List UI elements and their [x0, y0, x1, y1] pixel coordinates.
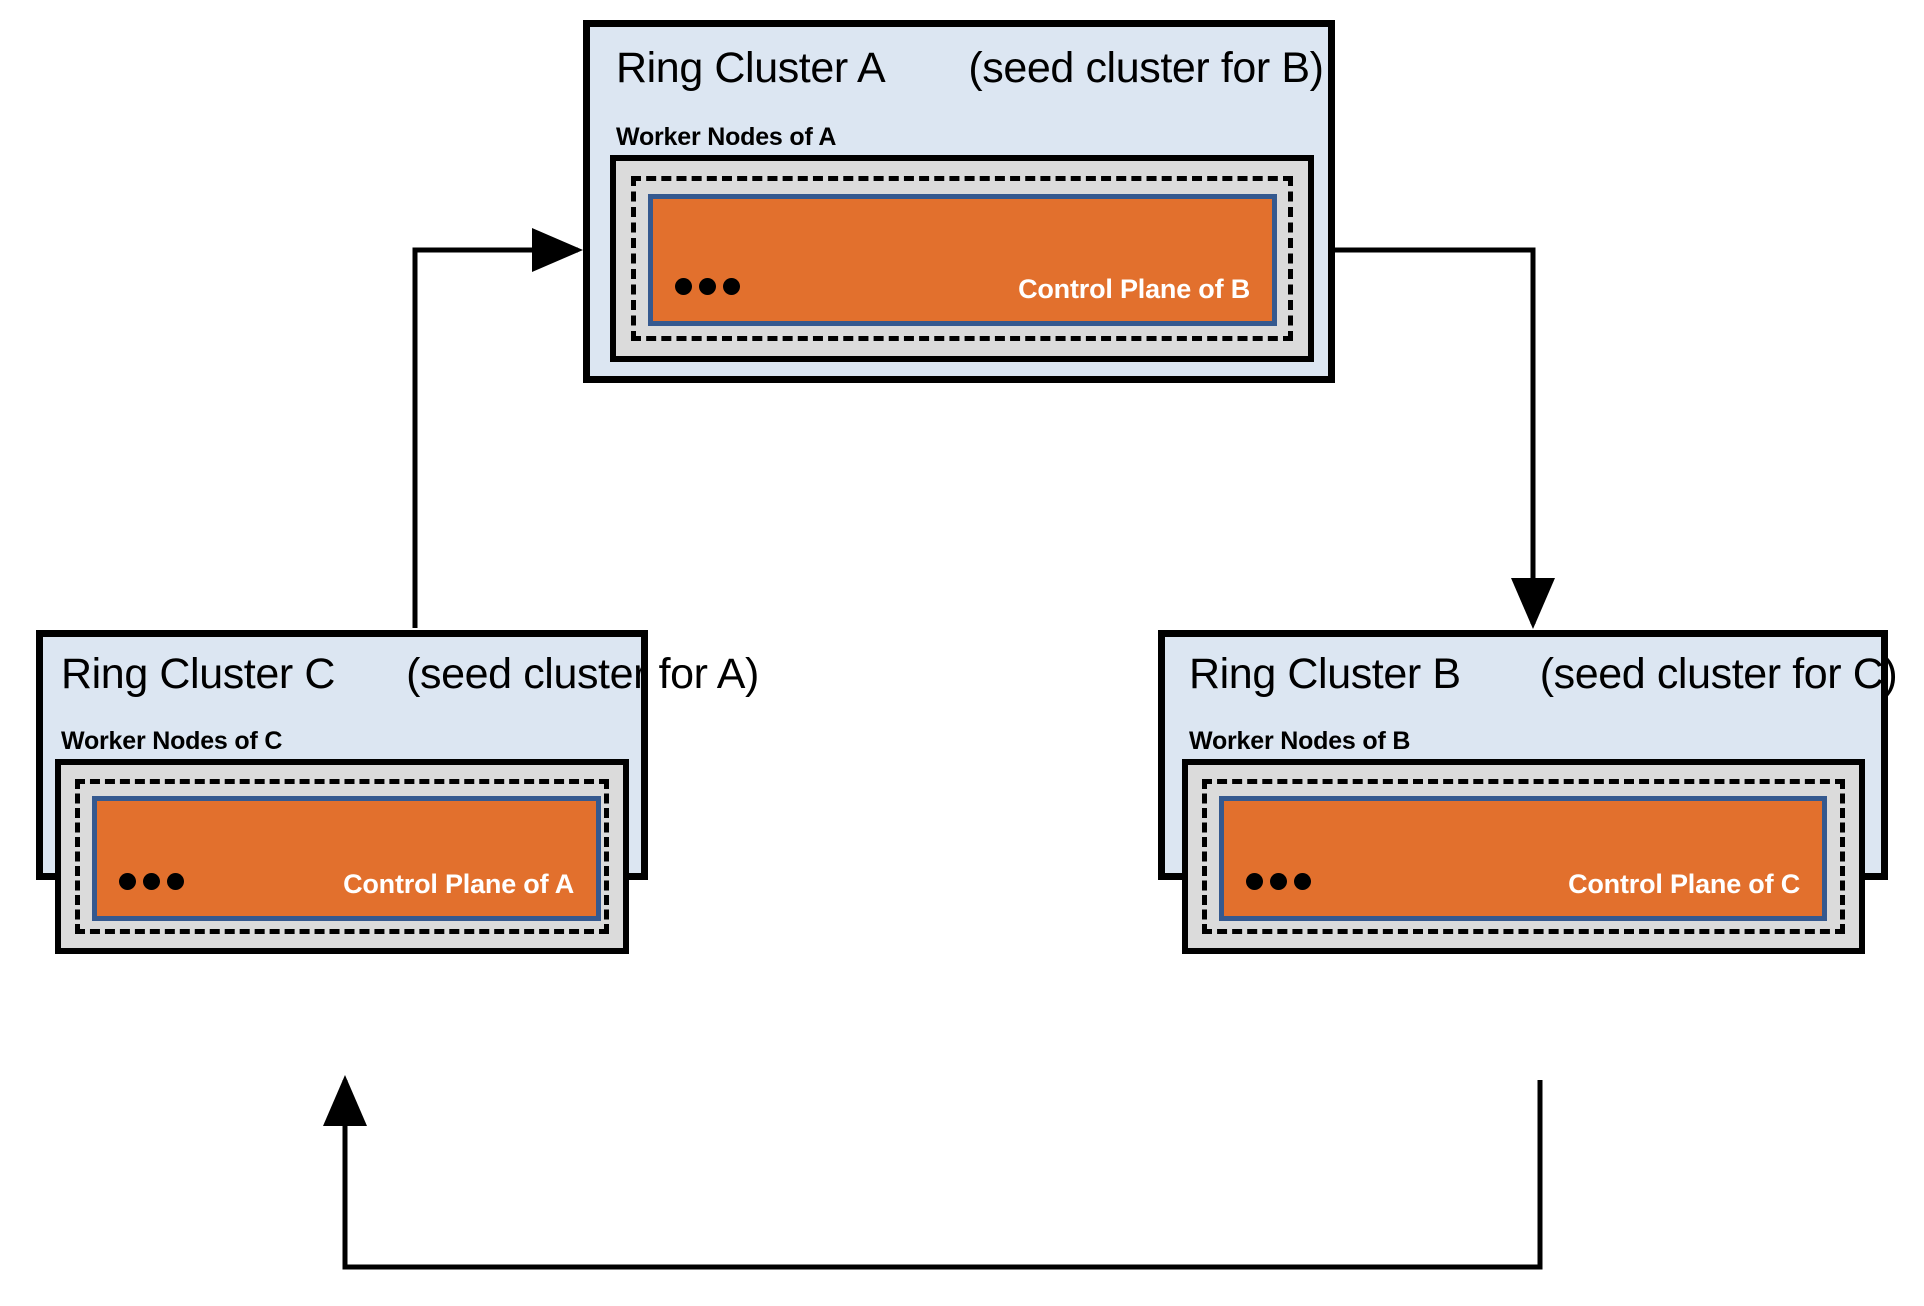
cluster-a-control-plane[interactable]: Control Plane of B — [648, 194, 1277, 326]
cluster-b-worker-dashed-boundary — [1202, 779, 1845, 934]
dot-2 — [1270, 873, 1287, 890]
cluster-c-title: Ring Cluster C (seed cluster for A) — [61, 653, 759, 696]
arrow-a-to-b — [1335, 247, 1555, 630]
dot-2 — [699, 278, 716, 295]
dot-2 — [143, 873, 160, 890]
cluster-a-title-main: Ring Cluster A — [616, 44, 886, 92]
cluster-b-title-main: Ring Cluster B — [1189, 650, 1461, 698]
cluster-b-control-plane-ellipsis-icon — [1246, 873, 1311, 890]
dot-1 — [1246, 873, 1263, 890]
dot-3 — [1294, 873, 1311, 890]
cluster-a[interactable]: Ring Cluster A (seed cluster for B) Work… — [583, 20, 1335, 383]
cluster-b-title-sub: (seed cluster for C) — [1539, 650, 1898, 698]
cluster-b-worker-label: Worker Nodes of B — [1189, 727, 1411, 755]
cluster-c-worker-dashed-boundary — [75, 779, 609, 934]
cluster-c-control-plane[interactable]: Control Plane of A — [92, 796, 601, 921]
cluster-c-control-plane-label: Control Plane of A — [343, 869, 574, 899]
cluster-b-title: Ring Cluster B (seed cluster for C) — [1189, 650, 1898, 698]
cluster-c-title-main: Ring Cluster C — [61, 650, 335, 698]
cluster-c-control-plane-ellipsis-icon — [119, 873, 184, 890]
cluster-a-control-plane-label: Control Plane of B — [1018, 274, 1250, 304]
cluster-b[interactable]: Ring Cluster B (seed cluster for C) Work… — [1158, 630, 1898, 954]
cluster-a-worker-nodes[interactable]: Control Plane of B — [610, 155, 1314, 362]
cluster-b-worker-nodes[interactable]: Control Plane of C — [1182, 759, 1865, 954]
cluster-a-title-sub: (seed cluster for B) — [968, 44, 1324, 92]
cluster-b-control-plane-label: Control Plane of C — [1568, 869, 1800, 899]
dot-3 — [723, 278, 740, 295]
cluster-a-worker-label: Worker Nodes of A — [616, 123, 837, 151]
dot-1 — [675, 278, 692, 295]
cluster-c[interactable]: Ring Cluster C (seed cluster for A) Work… — [36, 630, 759, 954]
cluster-a-worker-dashed-boundary — [631, 176, 1293, 341]
dot-3 — [167, 873, 184, 890]
arrow-c-to-a — [412, 228, 584, 628]
cluster-a-title: Ring Cluster A (seed cluster for B) — [616, 47, 1324, 90]
cluster-c-title-sub: (seed cluster for A) — [406, 650, 759, 698]
dot-1 — [119, 873, 136, 890]
cluster-b-control-plane[interactable]: Control Plane of C — [1219, 796, 1827, 921]
cluster-a-control-plane-ellipsis-icon — [675, 278, 740, 295]
cluster-c-worker-nodes[interactable]: Control Plane of A — [55, 759, 629, 954]
arrow-b-to-c — [323, 1074, 1543, 1270]
cluster-c-worker-label: Worker Nodes of C — [61, 727, 283, 755]
